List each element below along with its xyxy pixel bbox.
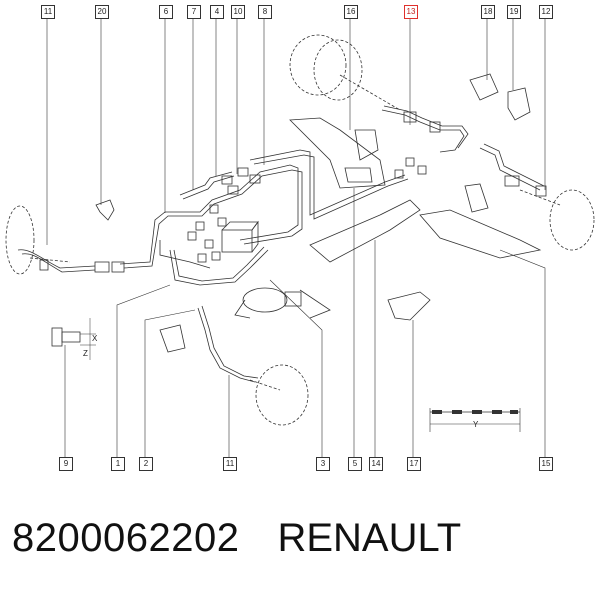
callout-16: 16 bbox=[344, 5, 358, 19]
callout-13-highlighted: 13 bbox=[404, 5, 418, 19]
leader-lines bbox=[46, 18, 546, 458]
brake-unit bbox=[234, 287, 331, 319]
brand-name: RENAULT bbox=[277, 516, 462, 560]
part-number: 8200062202 bbox=[12, 516, 240, 560]
dimension-z-label: Z bbox=[83, 349, 88, 358]
callout-9: 9 bbox=[59, 457, 73, 471]
rear-right-hose bbox=[381, 105, 469, 153]
dimension-y-label: Y bbox=[473, 420, 479, 429]
brake-pipe-diagram: X Z Y 11 20 6 7 4 10 8 16 13 18 19 12 9 … bbox=[5, 5, 595, 471]
callout-7: 7 bbox=[187, 5, 201, 19]
callout-5: 5 bbox=[348, 457, 362, 471]
floor-panel bbox=[309, 199, 542, 263]
callout-6: 6 bbox=[159, 5, 173, 19]
rear-left-wheel bbox=[549, 189, 595, 251]
dimension-x-label: X bbox=[92, 334, 98, 343]
front-right-wheel bbox=[255, 364, 309, 426]
callout-18: 18 bbox=[481, 5, 495, 19]
pipe-fittings bbox=[187, 157, 427, 263]
callout-10: 10 bbox=[231, 5, 245, 19]
callout-15: 15 bbox=[539, 457, 553, 471]
master-cylinder bbox=[221, 220, 259, 253]
scale-ticks bbox=[432, 410, 518, 414]
callout-8: 8 bbox=[258, 5, 272, 19]
callout-11-top: 11 bbox=[41, 5, 55, 19]
bolt-9 bbox=[51, 327, 81, 347]
diagram-svg bbox=[5, 18, 595, 458]
callout-4: 4 bbox=[210, 5, 224, 19]
callout-2: 2 bbox=[139, 457, 153, 471]
callout-11-bottom: 11 bbox=[223, 457, 237, 471]
callout-17: 17 bbox=[407, 457, 421, 471]
callout-3: 3 bbox=[316, 457, 330, 471]
callout-14: 14 bbox=[369, 457, 383, 471]
rear-right-wheel bbox=[289, 34, 363, 101]
front-left-wheel bbox=[5, 205, 35, 275]
callout-20: 20 bbox=[95, 5, 109, 19]
rear-left-hose bbox=[479, 143, 547, 197]
callout-1: 1 bbox=[111, 457, 125, 471]
caption: 8200062202 RENAULT bbox=[12, 516, 592, 566]
callout-19: 19 bbox=[507, 5, 521, 19]
callout-12: 12 bbox=[539, 5, 553, 19]
